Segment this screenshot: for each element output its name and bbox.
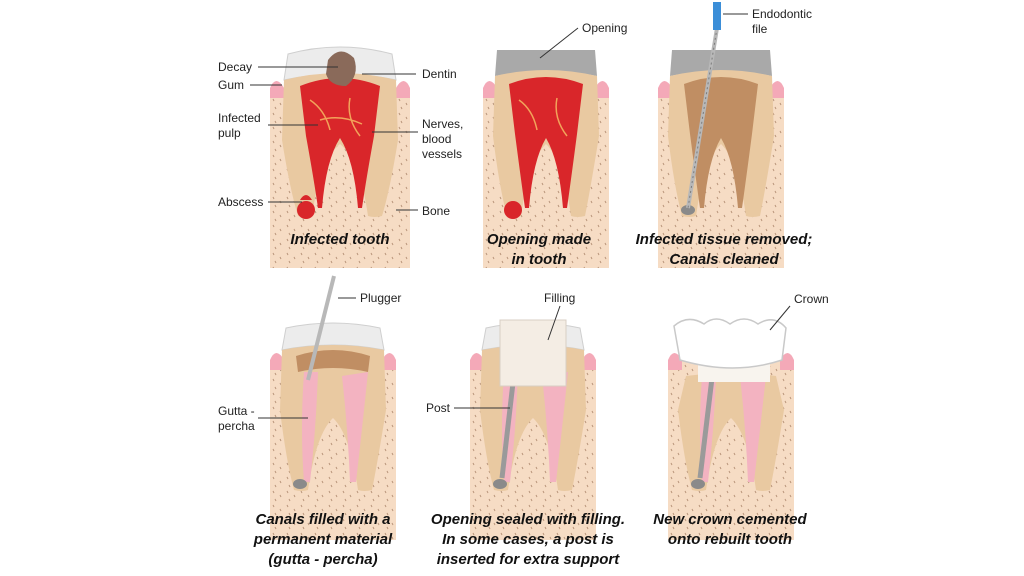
label-crown: Crown bbox=[794, 292, 829, 306]
caption-panel-3: Infected tissue removed; Canals cleaned bbox=[635, 231, 813, 268]
endodontic-file-tool bbox=[686, 2, 721, 209]
panel-5-tooth bbox=[470, 319, 596, 540]
label-gum: Gum bbox=[218, 78, 245, 92]
panel-2-tooth bbox=[483, 50, 609, 268]
caption-panel-6: New crown cemented onto rebuilt tooth bbox=[653, 511, 807, 548]
panel-3-tooth bbox=[658, 50, 784, 268]
label-dentin: Dentin bbox=[422, 67, 457, 81]
label-gutta-percha: Gutta - percha bbox=[218, 404, 255, 433]
panel-4-tooth bbox=[270, 322, 396, 540]
plugger-tool bbox=[306, 275, 336, 381]
label-bone: Bone bbox=[422, 204, 451, 218]
label-opening: Opening bbox=[582, 21, 628, 35]
panel-1-tooth bbox=[270, 46, 410, 268]
label-post: Post bbox=[426, 401, 451, 415]
caption-panel-1: Infected tooth bbox=[290, 231, 390, 248]
caption-panel-2: Opening made in tooth bbox=[486, 231, 592, 268]
label-plugger: Plugger bbox=[360, 291, 402, 305]
label-abscess: Abscess bbox=[218, 195, 264, 209]
label-infected-pulp: Infected pulp bbox=[218, 111, 261, 140]
label-filling: Filling bbox=[544, 291, 576, 305]
panel-6-tooth bbox=[668, 318, 794, 540]
leader-lines bbox=[250, 13, 791, 419]
label-endodontic-file: Endodontic file bbox=[752, 7, 813, 36]
label-decay: Decay bbox=[218, 60, 253, 74]
caption-panel-4: Canals filled with a permanent material … bbox=[253, 511, 393, 568]
label-nerves: Nerves, blood vessels bbox=[422, 117, 464, 161]
caption-panel-5: Opening sealed with filling. In some cas… bbox=[430, 511, 626, 568]
